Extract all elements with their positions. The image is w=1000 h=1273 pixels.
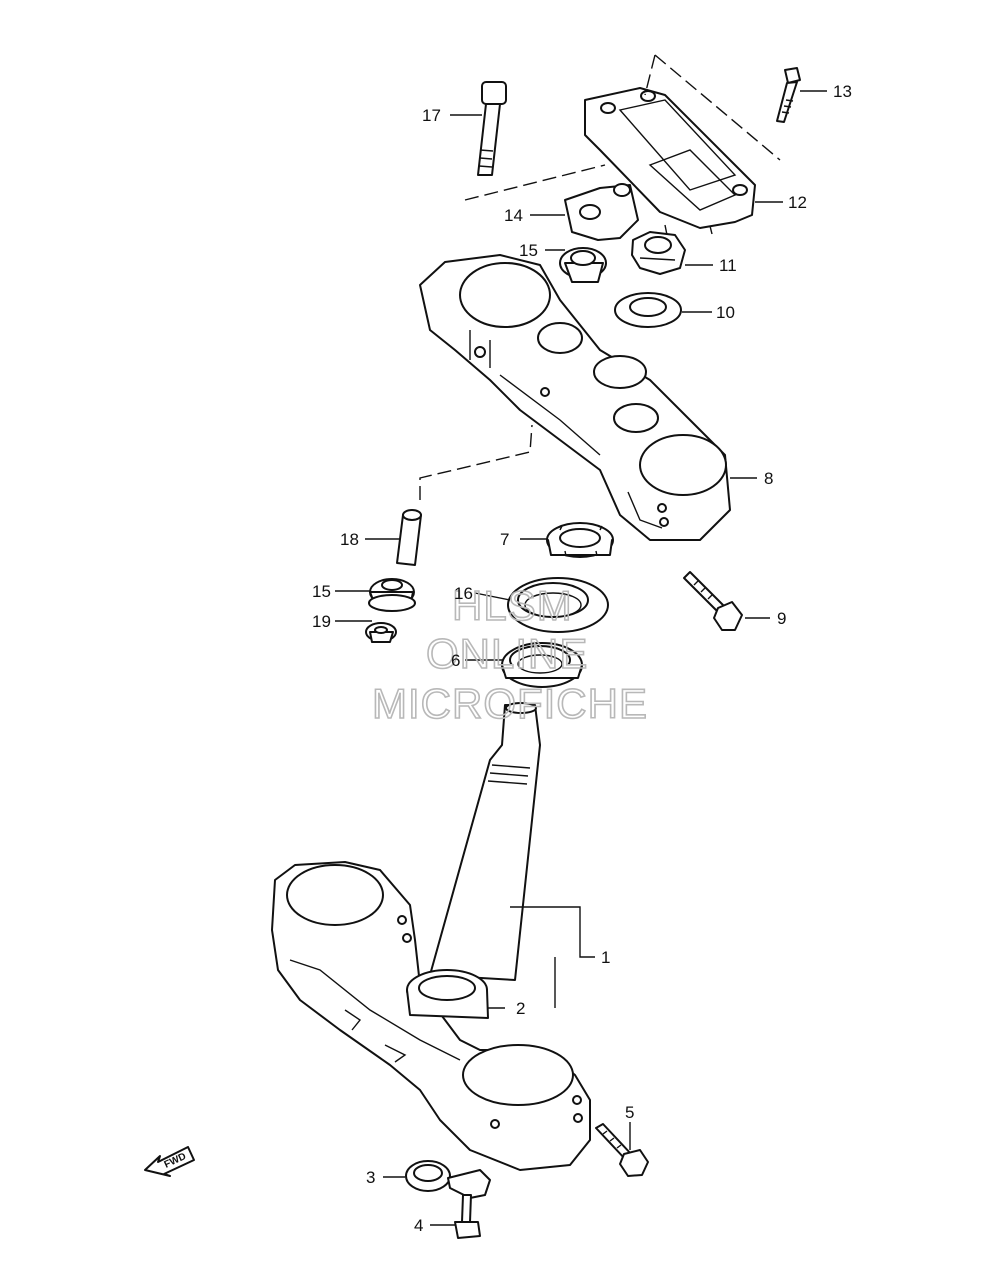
part-15-damper-upper	[559, 247, 607, 283]
watermark-line2: ONLINE	[426, 630, 588, 677]
callout-17[interactable]: 17	[422, 106, 441, 125]
part-9-bolt	[683, 571, 743, 631]
callout-12[interactable]: 12	[788, 193, 807, 212]
callout-15-lower[interactable]: 15	[312, 582, 331, 601]
callout-4[interactable]: 4	[414, 1216, 423, 1235]
callout-19[interactable]: 19	[312, 612, 331, 631]
callout-10[interactable]: 10	[716, 303, 735, 322]
part-13-bolt	[776, 67, 801, 123]
watermark-line3: MICROFICHE	[372, 680, 648, 727]
callout-labels: 13 12 14 15 11 10 8 17 18 7 15 19 9 16 6…	[312, 82, 852, 1235]
callout-14[interactable]: 14	[504, 206, 523, 225]
leader-lines	[335, 90, 827, 1226]
callout-1[interactable]: 1	[601, 948, 610, 967]
callout-18[interactable]: 18	[340, 530, 359, 549]
dash-12b	[654, 54, 781, 161]
part-12-handlebar-clamp	[584, 87, 756, 236]
callout-5[interactable]: 5	[625, 1103, 634, 1122]
part-1-steering-stem	[271, 702, 591, 1171]
part-10-washer	[614, 292, 682, 328]
part-2-lower-bearing	[406, 969, 489, 1019]
callout-11[interactable]: 11	[719, 256, 737, 275]
part-17-bolt	[477, 81, 507, 176]
part-19-bushing	[365, 622, 397, 643]
watermark: HLSM ONLINE MICROFICHE	[371, 581, 648, 728]
watermark-line1: HLSM	[452, 582, 573, 629]
part-15-damper-lower	[368, 578, 416, 612]
part-4-bolt	[454, 1194, 481, 1239]
callout-8[interactable]: 8	[764, 469, 773, 488]
forward-arrow-icon: FWD	[144, 1146, 195, 1177]
dash-12a	[644, 54, 656, 96]
callout-15-upper[interactable]: 15	[519, 241, 538, 260]
part-14-clamp-holder	[564, 183, 639, 241]
part-18-collar	[396, 509, 422, 566]
dash-17	[464, 164, 606, 201]
callout-7[interactable]: 7	[500, 530, 509, 549]
callout-2[interactable]: 2	[516, 999, 525, 1018]
part-11-nut	[631, 231, 686, 275]
part-16-dust-seal	[507, 577, 609, 633]
part-7-lock-nut	[546, 522, 614, 558]
callout-13[interactable]: 13	[833, 82, 852, 101]
part-5-bolt	[595, 1123, 649, 1177]
part-3-hose-guide	[405, 1160, 491, 1199]
callout-9[interactable]: 9	[777, 609, 786, 628]
part-6-bearing	[501, 642, 583, 688]
part-8-upper-bracket	[419, 254, 731, 541]
callout-3[interactable]: 3	[366, 1168, 375, 1187]
dash-8	[419, 424, 533, 500]
callout-16[interactable]: 16	[454, 584, 473, 603]
callout-6[interactable]: 6	[451, 651, 460, 670]
